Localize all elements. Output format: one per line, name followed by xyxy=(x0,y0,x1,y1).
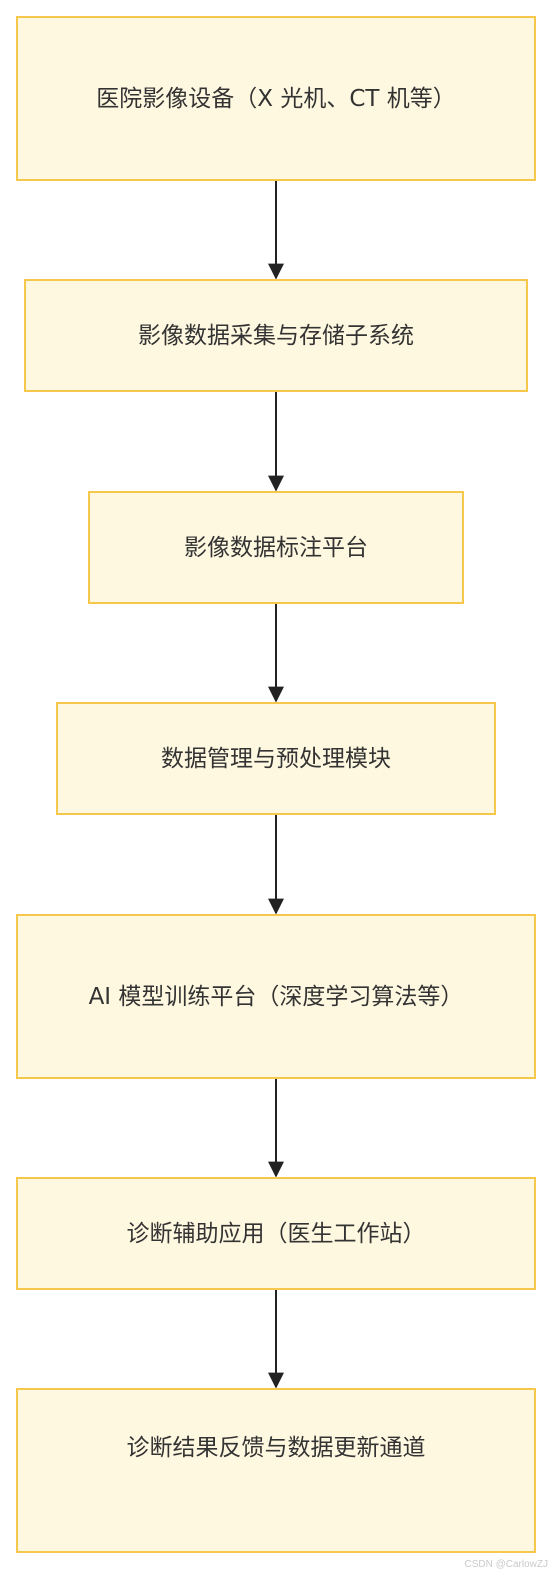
watermark: CSDN @CarlowZJ xyxy=(464,1559,549,1570)
node-label: 数据管理与预处理模块 xyxy=(161,745,391,772)
node-imaging-devices: 医院影像设备（X 光机、CT 机等） xyxy=(16,16,536,181)
node-annotation-platform: 影像数据标注平台 xyxy=(88,491,464,604)
node-label: 诊断辅助应用（医生工作站） xyxy=(126,1220,426,1247)
node-feedback-update-channel: 诊断结果反馈与数据更新通道 xyxy=(16,1388,536,1553)
node-data-acquisition-storage: 影像数据采集与存储子系统 xyxy=(24,279,528,392)
node-label: 诊断结果反馈与数据更新通道 xyxy=(126,1435,426,1461)
node-label: AI 模型训练平台（深度学习算法等） xyxy=(88,983,464,1010)
node-data-management-preprocessing: 数据管理与预处理模块 xyxy=(56,702,496,815)
node-label: 影像数据采集与存储子系统 xyxy=(138,322,414,349)
node-label: 影像数据标注平台 xyxy=(184,534,368,561)
node-diagnosis-assist-app: 诊断辅助应用（医生工作站） xyxy=(16,1177,536,1290)
node-label: 医院影像设备（X 光机、CT 机等） xyxy=(96,85,456,112)
node-ai-training-platform: AI 模型训练平台（深度学习算法等） xyxy=(16,914,536,1079)
